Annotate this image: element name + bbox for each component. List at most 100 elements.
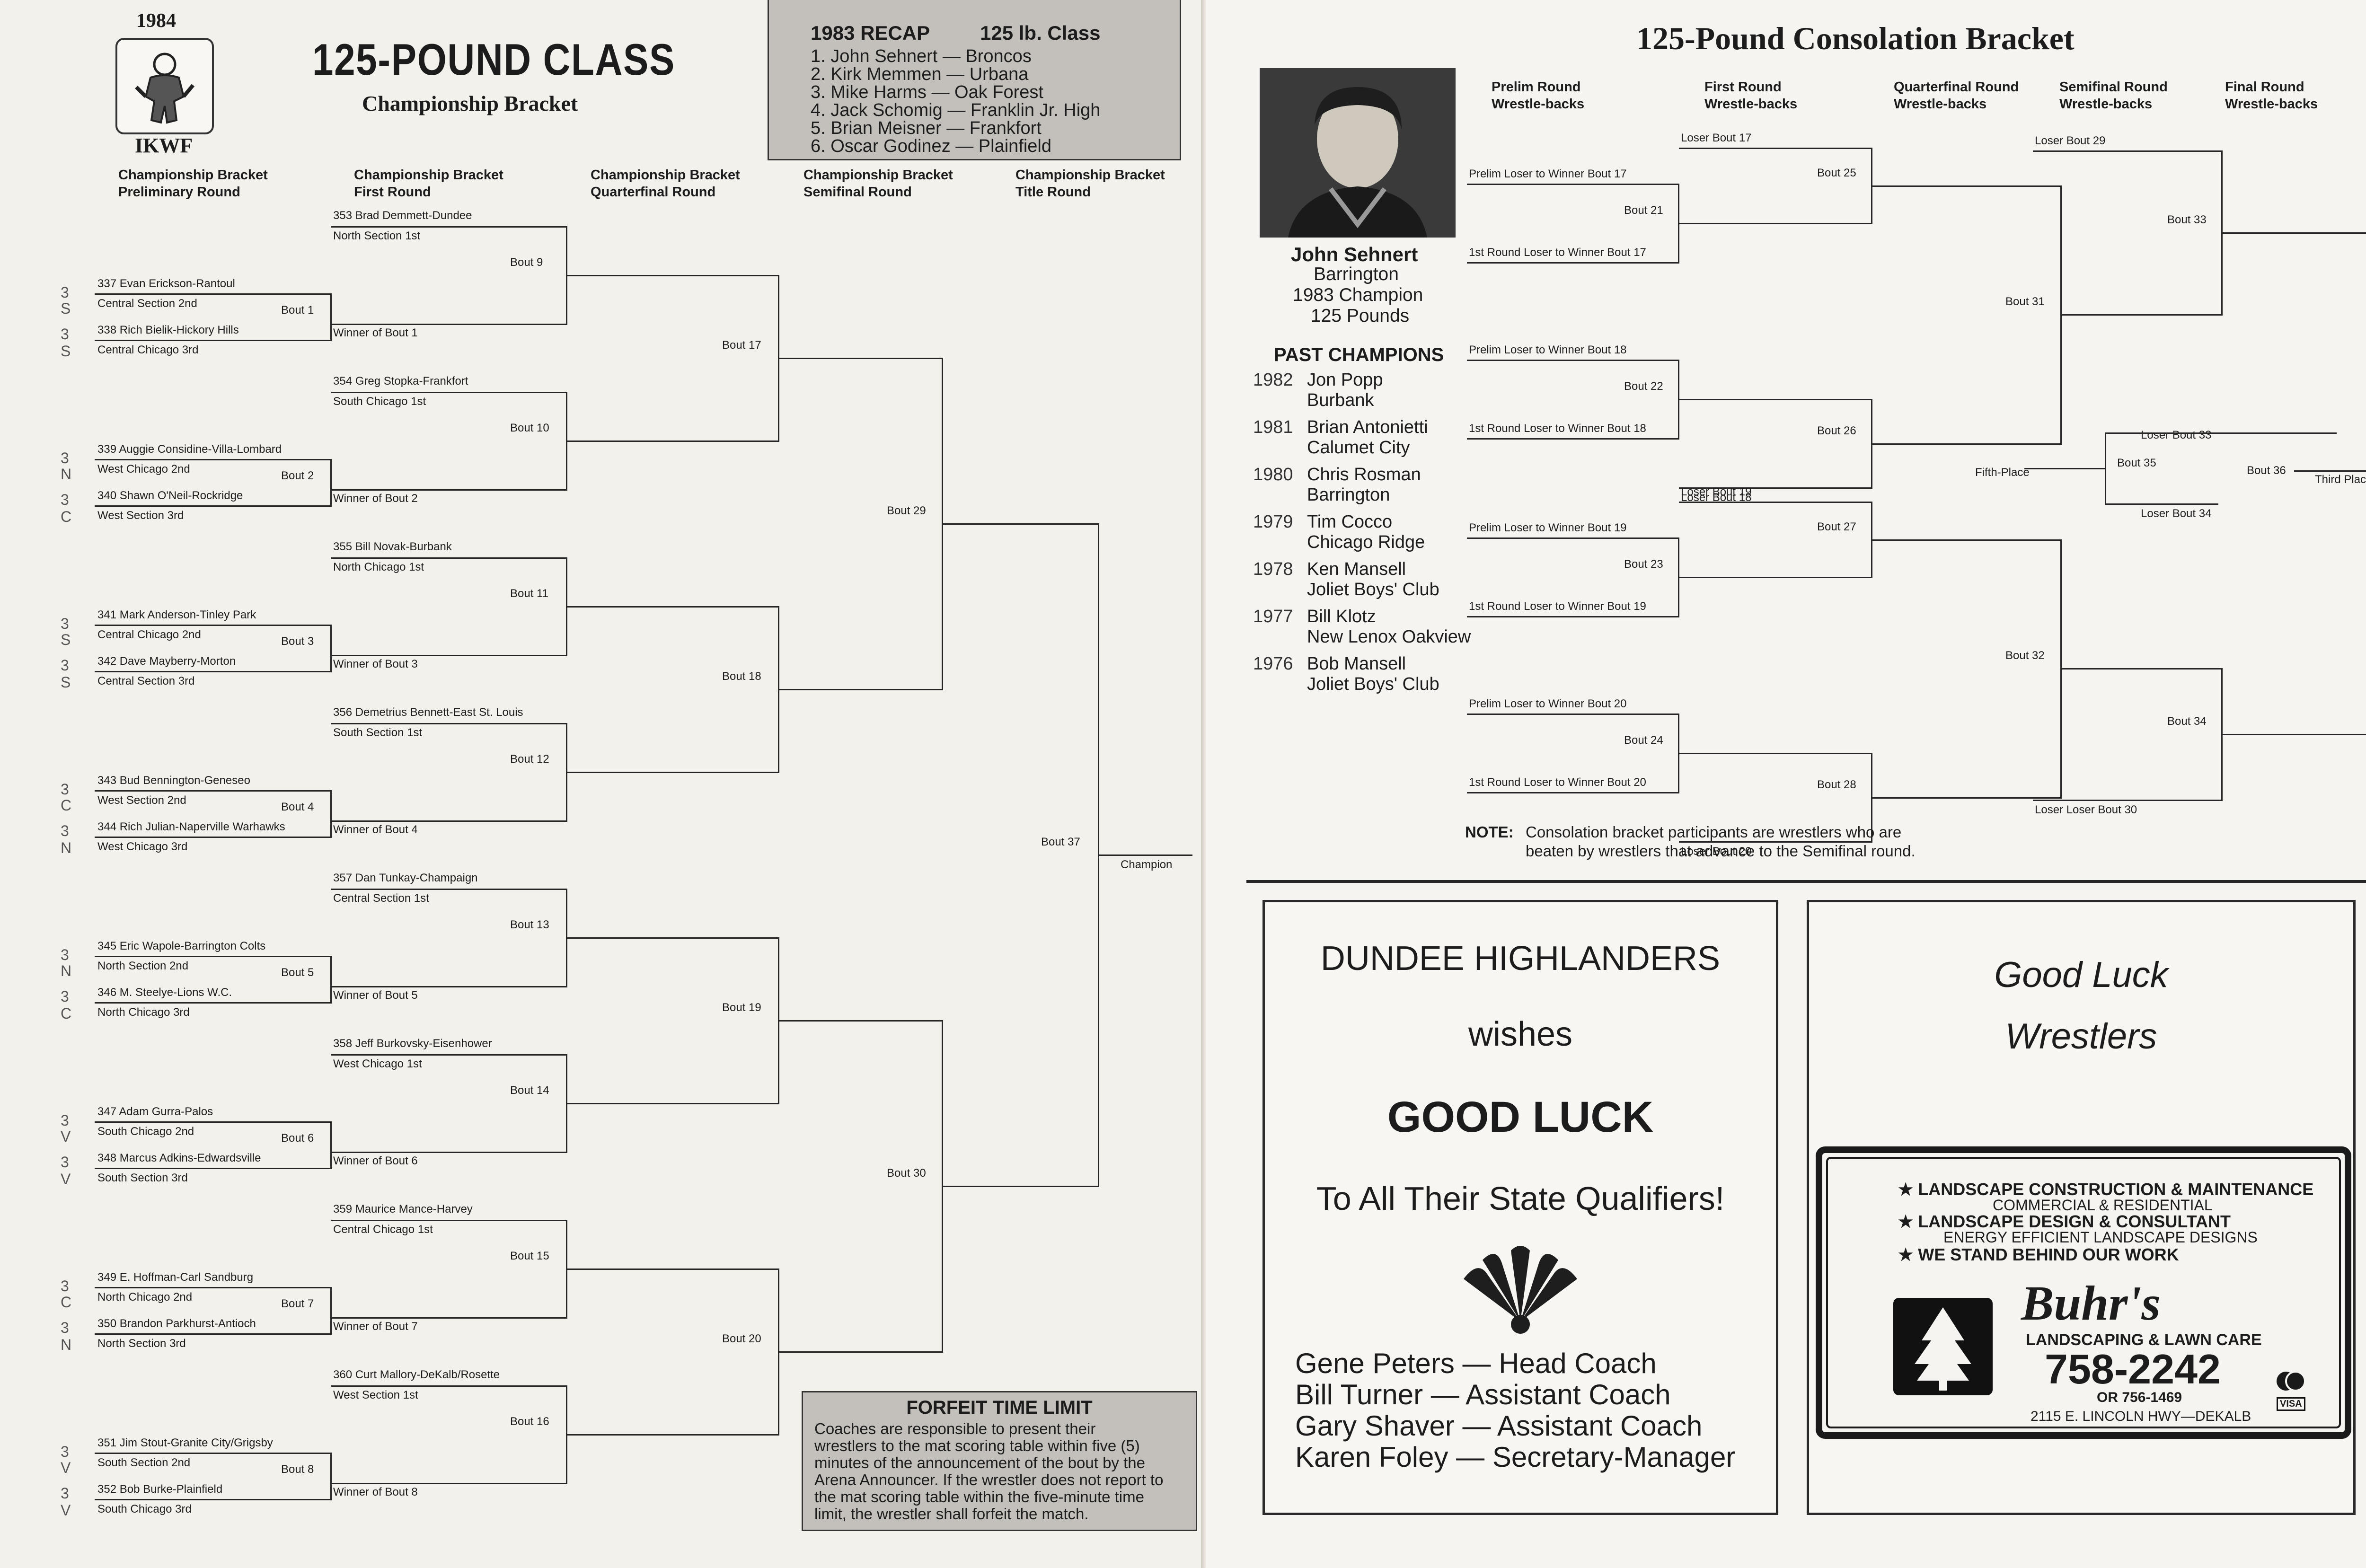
bout-label: Bout 26 — [1817, 424, 1856, 437]
recap-box: 1983 RECAP 125 lb. Class 1. John Sehnert… — [768, 0, 1181, 160]
margin-mark: 3 — [61, 491, 69, 508]
bout-label: Bout 25 — [1817, 166, 1856, 179]
bracket-line — [331, 1220, 567, 1221]
prelim-section: Central Chicago 2nd — [97, 628, 201, 641]
bout-label: Bout 33 — [2167, 213, 2207, 226]
recap-heading: 1983 RECAP — [811, 22, 930, 44]
bracket-line — [566, 606, 779, 608]
bout-label: Bout 7 — [281, 1297, 314, 1310]
bracket-line — [778, 358, 943, 359]
past-school: New Lenox Oakview — [1307, 627, 1471, 647]
round-header-line: Championship Bracket — [803, 167, 953, 183]
bout-label: Bout 19 — [722, 1001, 761, 1014]
champion-label: Champion — [1121, 858, 1173, 871]
prelim-section: South Section 2nd — [97, 1456, 191, 1469]
bracket-line — [95, 1287, 330, 1288]
bracket-line — [95, 505, 330, 507]
bracket-line — [2060, 314, 2222, 316]
prelim-section: North Section 2nd — [97, 960, 189, 972]
bout-label: Bout 27 — [1817, 520, 1856, 533]
winner-label: Winner of Bout 2 — [333, 492, 418, 505]
margin-mark: V — [61, 1459, 71, 1476]
credit-card-icon: VISA — [2276, 1367, 2306, 1417]
bout-label: Bout 12 — [510, 753, 549, 766]
bracket-line — [330, 986, 567, 987]
bout-label: Bout 16 — [510, 1415, 549, 1428]
past-year: 1979 — [1253, 512, 1293, 532]
seed-section: West Section 1st — [333, 1389, 418, 1401]
note-line: beaten by wrestlers that advance to the … — [1526, 842, 1916, 860]
margin-mark: 3 — [61, 1443, 69, 1460]
margin-mark: V — [61, 1502, 71, 1519]
bout-label: Bout 24 — [1624, 734, 1663, 747]
bracket-line — [1702, 223, 1872, 224]
margin-mark: S — [61, 631, 71, 648]
prelim-wrestler: 351 Jim Stout-Granite City/Grigsby — [97, 1436, 273, 1449]
prelim-section: Central Section 3rd — [97, 675, 195, 687]
bracket-line — [942, 523, 1099, 525]
cons-loser: Loser Loser Bout 30 — [2035, 803, 2137, 816]
recap-class: 125 lb. Class — [980, 22, 1101, 44]
tree-logo-icon — [1893, 1298, 1993, 1395]
bracket-line — [1467, 714, 1679, 715]
margin-mark: 3 — [61, 449, 69, 467]
wrestler-mascot-icon — [115, 38, 214, 134]
bracket-line — [330, 1121, 332, 1169]
bracket-line — [1467, 438, 1679, 440]
prelim-section: South Chicago 3rd — [97, 1503, 192, 1515]
bracket-line — [331, 392, 567, 393]
past-year: 1977 — [1253, 607, 1293, 626]
seed-section: Central Section 1st — [333, 892, 429, 905]
page-subtitle: Championship Bracket — [362, 91, 578, 115]
round-header-line: Championship Bracket — [118, 167, 268, 183]
prelim-wrestler: 341 Mark Anderson-Tinley Park — [97, 608, 256, 621]
recap-item: 1. John Sehnert — Broncos — [811, 46, 1032, 66]
ad-good-luck: Good Luck — [1994, 955, 2168, 995]
bout-label: Bout 34 — [2167, 715, 2207, 728]
round-header-line: Wrestle-backs — [1704, 97, 1798, 112]
ad-good-luck: GOOD LUCK — [1387, 1093, 1654, 1141]
winner-label: Winner of Bout 8 — [333, 1486, 418, 1498]
bracket-line — [2105, 432, 2106, 505]
bout-label: Bout 32 — [2005, 649, 2045, 662]
margin-mark: N — [61, 1336, 72, 1353]
prelim-wrestler: 346 M. Steelye-Lions W.C. — [97, 986, 232, 999]
prelim-wrestler: 349 E. Hoffman-Carl Sandburg — [97, 1271, 254, 1284]
brand-sub: LANDSCAPING & LAWN CARE — [2026, 1331, 2262, 1349]
round-header-line: Championship Bracket — [354, 167, 503, 183]
ad-qualifiers: To All Their State Qualifiers! — [1316, 1180, 1725, 1217]
bracket-line — [95, 1002, 330, 1004]
round-header-line: Quarterfinal Round — [591, 185, 716, 200]
third-place-label: Third Place — [2315, 473, 2366, 486]
card-label: VISA — [2277, 1397, 2305, 1411]
staff-line: Bill Turner — Assistant Coach — [1295, 1379, 1671, 1410]
recap-item: 3. Mike Harms — Oak Forest — [811, 82, 1043, 102]
cons-loser: Loser Bout 33 — [2141, 429, 2212, 441]
past-name: Ken Mansell — [1307, 559, 1406, 579]
bracket-line — [331, 889, 567, 890]
margin-mark: 3 — [61, 326, 69, 343]
forfeit-line: minutes of the announcement of the bout … — [814, 1454, 1145, 1471]
past-year: 1982 — [1253, 370, 1293, 390]
bracket-line — [566, 275, 779, 276]
bracket-line — [2221, 232, 2366, 234]
note-label: NOTE: — [1465, 823, 1514, 841]
forfeit-line: limit, the wrestler shall forfeit the ma… — [814, 1505, 1089, 1523]
champion-year: 1983 Champion — [1293, 285, 1423, 305]
bracket-line — [566, 772, 779, 773]
recap-item: 6. Oscar Godinez — Plainfield — [811, 136, 1052, 156]
bout-label: Bout 28 — [1817, 778, 1856, 791]
prelim-wrestler: 352 Bob Burke-Plainfield — [97, 1483, 223, 1496]
bracket-line — [1679, 841, 1872, 843]
bracket-line — [1871, 185, 2060, 187]
prelim-wrestler: 340 Shawn O'Neil-Rockridge — [97, 489, 243, 502]
round-header-line: Wrestle-backs — [1492, 97, 1585, 112]
prelim-section: Central Section 2nd — [97, 297, 197, 310]
prelim-wrestler: 338 Rich Bielik-Hickory Hills — [97, 324, 239, 336]
bracket-line — [330, 324, 567, 325]
cons-entry: Prelim Loser to Winner Bout 19 — [1469, 521, 1627, 534]
